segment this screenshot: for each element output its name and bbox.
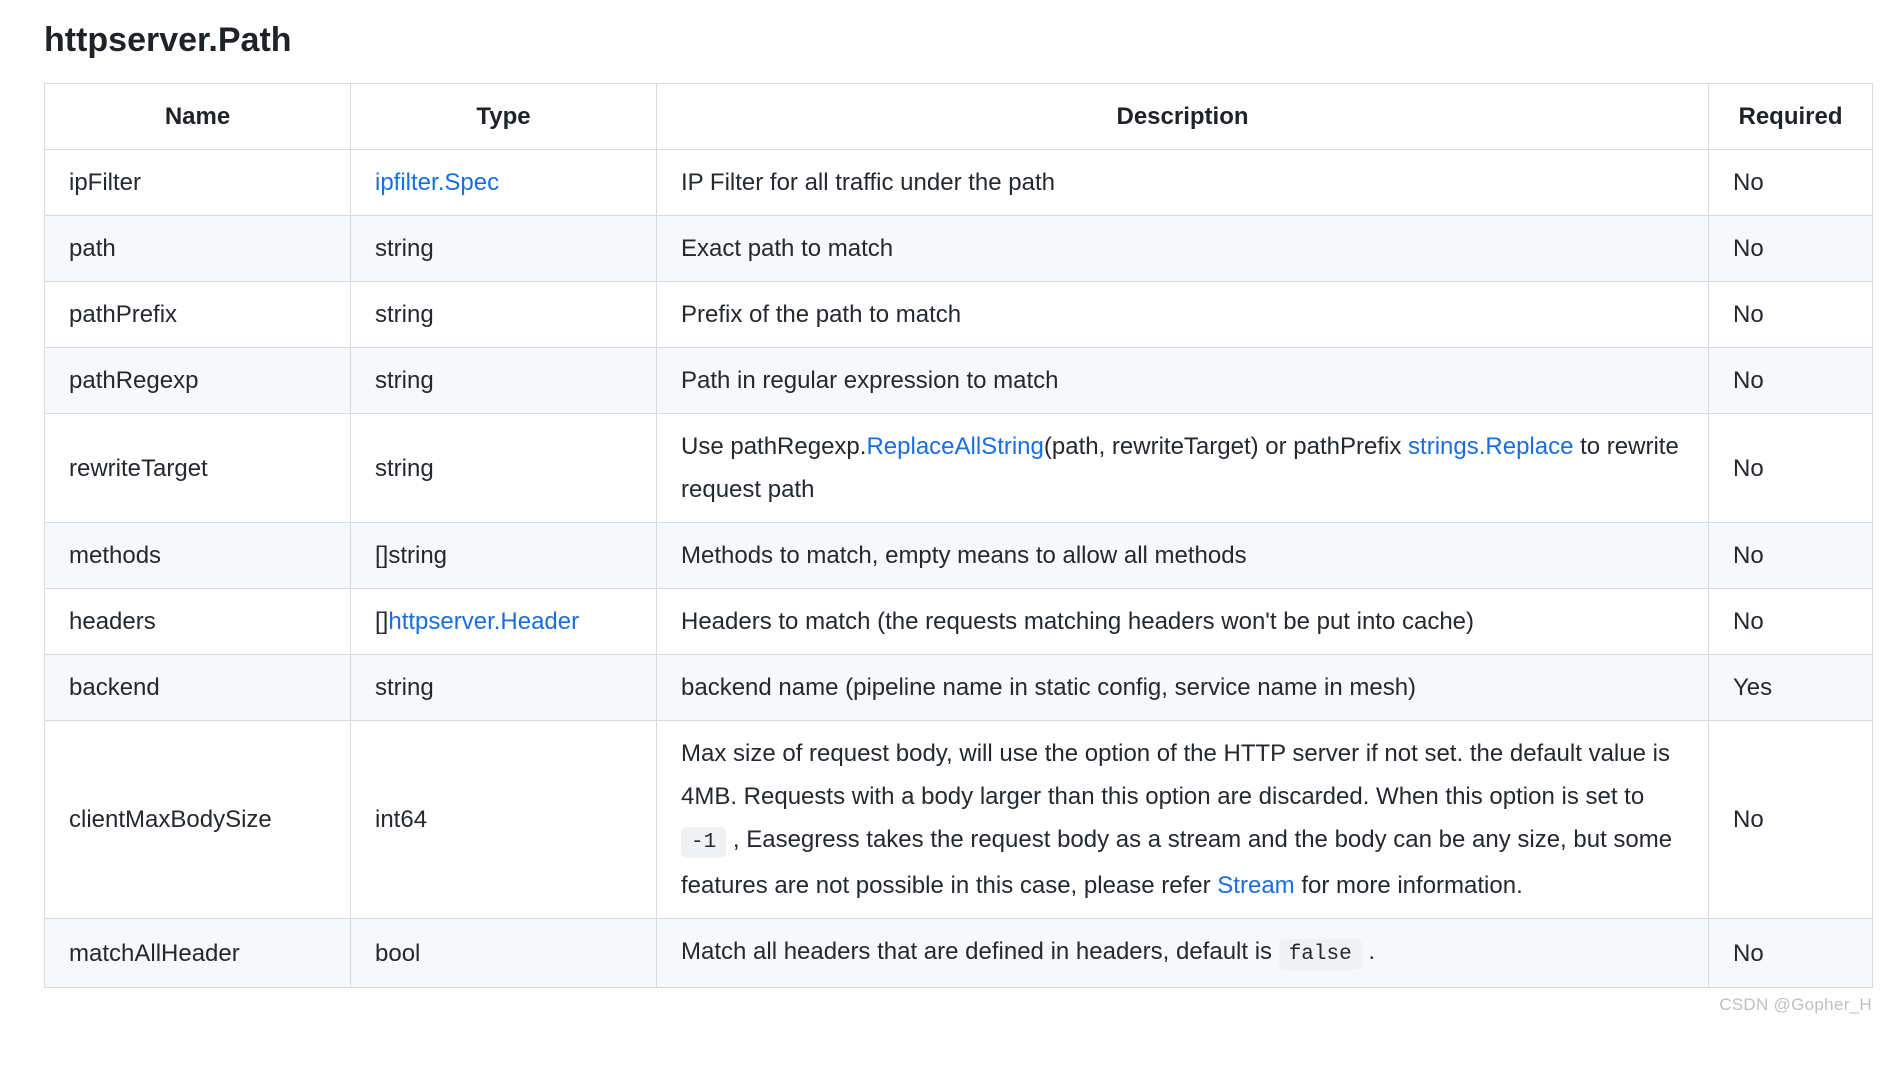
cell-required: No xyxy=(1708,588,1873,655)
table-header-row: Name Type Description Required xyxy=(44,83,1873,150)
cell-description: Exact path to match xyxy=(656,215,1709,282)
cell-description: Methods to match, empty means to allow a… xyxy=(656,522,1709,589)
text-segment: Headers to match (the requests matching … xyxy=(681,608,1475,635)
cell-description: IP Filter for all traffic under the path xyxy=(656,149,1709,216)
text-segment: , Easegress takes the request body as a … xyxy=(681,826,1673,899)
table-row: methods []string Methods to match, empty m… xyxy=(44,522,1873,589)
table-row: clientMaxBodySize int64 Max size of reques… xyxy=(44,720,1873,919)
doc-link[interactable]: ReplaceAllString xyxy=(866,433,1044,460)
text-segment: string xyxy=(375,235,434,262)
cell-type: string xyxy=(350,347,657,414)
column-header-required: Required xyxy=(1708,83,1873,150)
cell-type: string xyxy=(350,281,657,348)
inline-code: false xyxy=(1278,939,1362,970)
table-row: pathRegexp string Path in regular expressi… xyxy=(44,347,1873,414)
table-body: ipFilter ipfilter.Spec IP Filter for all t… xyxy=(44,149,1873,988)
text-segment: for more information. xyxy=(1294,872,1523,899)
inline-code: -1 xyxy=(681,827,727,858)
table-row: path string Exact path to match No xyxy=(44,215,1873,282)
table-row: matchAllHeader bool Match all headers that… xyxy=(44,918,1873,988)
cell-name: path xyxy=(44,215,351,282)
text-segment: Match all headers that are defined in he… xyxy=(681,938,1279,965)
doc-link[interactable]: httpserver.Header xyxy=(388,608,580,635)
cell-type: string xyxy=(350,413,657,523)
cell-name: clientMaxBodySize xyxy=(44,720,351,919)
cell-type: string xyxy=(350,215,657,282)
doc-link[interactable]: ipfilter.Spec xyxy=(375,169,500,196)
cell-description: Path in regular expression to match xyxy=(656,347,1709,414)
cell-type: ipfilter.Spec xyxy=(350,149,657,216)
cell-name: rewriteTarget xyxy=(44,413,351,523)
cell-required: Yes xyxy=(1708,654,1873,721)
table-row: ipFilter ipfilter.Spec IP Filter for all t… xyxy=(44,149,1873,216)
cell-type: int64 xyxy=(350,720,657,919)
cell-name: ipFilter xyxy=(44,149,351,216)
table-row: backend string backend name (pipeline name… xyxy=(44,654,1873,721)
text-segment: string xyxy=(375,301,434,328)
text-segment: string xyxy=(375,674,434,701)
text-segment: bool xyxy=(375,939,421,967)
cell-name: backend xyxy=(44,654,351,721)
cell-type: []httpserver.Header xyxy=(350,588,657,655)
cell-name: headers xyxy=(44,588,351,655)
doc-link[interactable]: strings.Replace xyxy=(1408,433,1574,460)
text-segment: Use pathRegexp. xyxy=(681,433,867,460)
cell-type: string xyxy=(350,654,657,721)
page-title: httpserver.Path xyxy=(44,21,292,59)
text-segment: Max size of request body, will use the o… xyxy=(681,740,1670,810)
cell-required: No xyxy=(1708,215,1873,282)
cell-required: No xyxy=(1708,413,1873,523)
cell-name: methods xyxy=(44,522,351,589)
text-segment: [] xyxy=(375,608,389,635)
watermark: CSDN @Gopher_H xyxy=(1719,995,1872,1014)
text-segment: string xyxy=(375,367,434,394)
column-header-type: Type xyxy=(350,83,657,150)
cell-type: bool xyxy=(350,918,657,988)
cell-required: No xyxy=(1708,918,1873,988)
text-segment: int64 xyxy=(375,806,428,833)
text-segment: Exact path to match xyxy=(681,235,894,262)
cell-required: No xyxy=(1708,720,1873,919)
cell-name: pathRegexp xyxy=(44,347,351,414)
text-segment: backend name (pipeline name in static co… xyxy=(681,674,1417,701)
text-segment: []string xyxy=(375,542,448,569)
table-row: pathPrefix string Prefix of the path to ma… xyxy=(44,281,1873,348)
cell-description: Prefix of the path to match xyxy=(656,281,1709,348)
cell-description: Match all headers that are defined in he… xyxy=(656,918,1709,988)
text-segment: IP Filter for all traffic under the path xyxy=(681,169,1055,196)
cell-description: Max size of request body, will use the o… xyxy=(656,720,1709,919)
cell-required: No xyxy=(1708,281,1873,348)
text-segment: Path in regular expression to match xyxy=(681,367,1059,394)
text-segment: Methods to match, empty means to allow a… xyxy=(681,542,1247,569)
table-row: rewriteTarget string Use pathRegexp.Replac… xyxy=(44,413,1873,523)
table-header: Name Type Description Required xyxy=(44,83,1873,150)
doc-link[interactable]: Stream xyxy=(1217,872,1295,899)
text-segment: (path, rewriteTarget) or pathPrefix xyxy=(1043,433,1409,460)
text-segment: Prefix of the path to match xyxy=(681,301,962,328)
cell-name: pathPrefix xyxy=(44,281,351,348)
cell-name: matchAllHeader xyxy=(44,918,351,988)
cell-description: Use pathRegexp.ReplaceAllString(path, re… xyxy=(656,413,1709,523)
cell-required: No xyxy=(1708,522,1873,589)
cell-description: Headers to match (the requests matching … xyxy=(656,588,1709,655)
text-segment: to rewrite request path xyxy=(681,433,1679,503)
text-segment: . xyxy=(1361,938,1376,965)
cell-required: No xyxy=(1708,347,1873,414)
column-header-description: Description xyxy=(656,83,1709,150)
text-segment: string xyxy=(375,454,434,482)
column-header-name: Name xyxy=(44,83,351,150)
cell-description: backend name (pipeline name in static co… xyxy=(656,654,1709,721)
cell-required: No xyxy=(1708,149,1873,216)
cell-type: []string xyxy=(350,522,657,589)
